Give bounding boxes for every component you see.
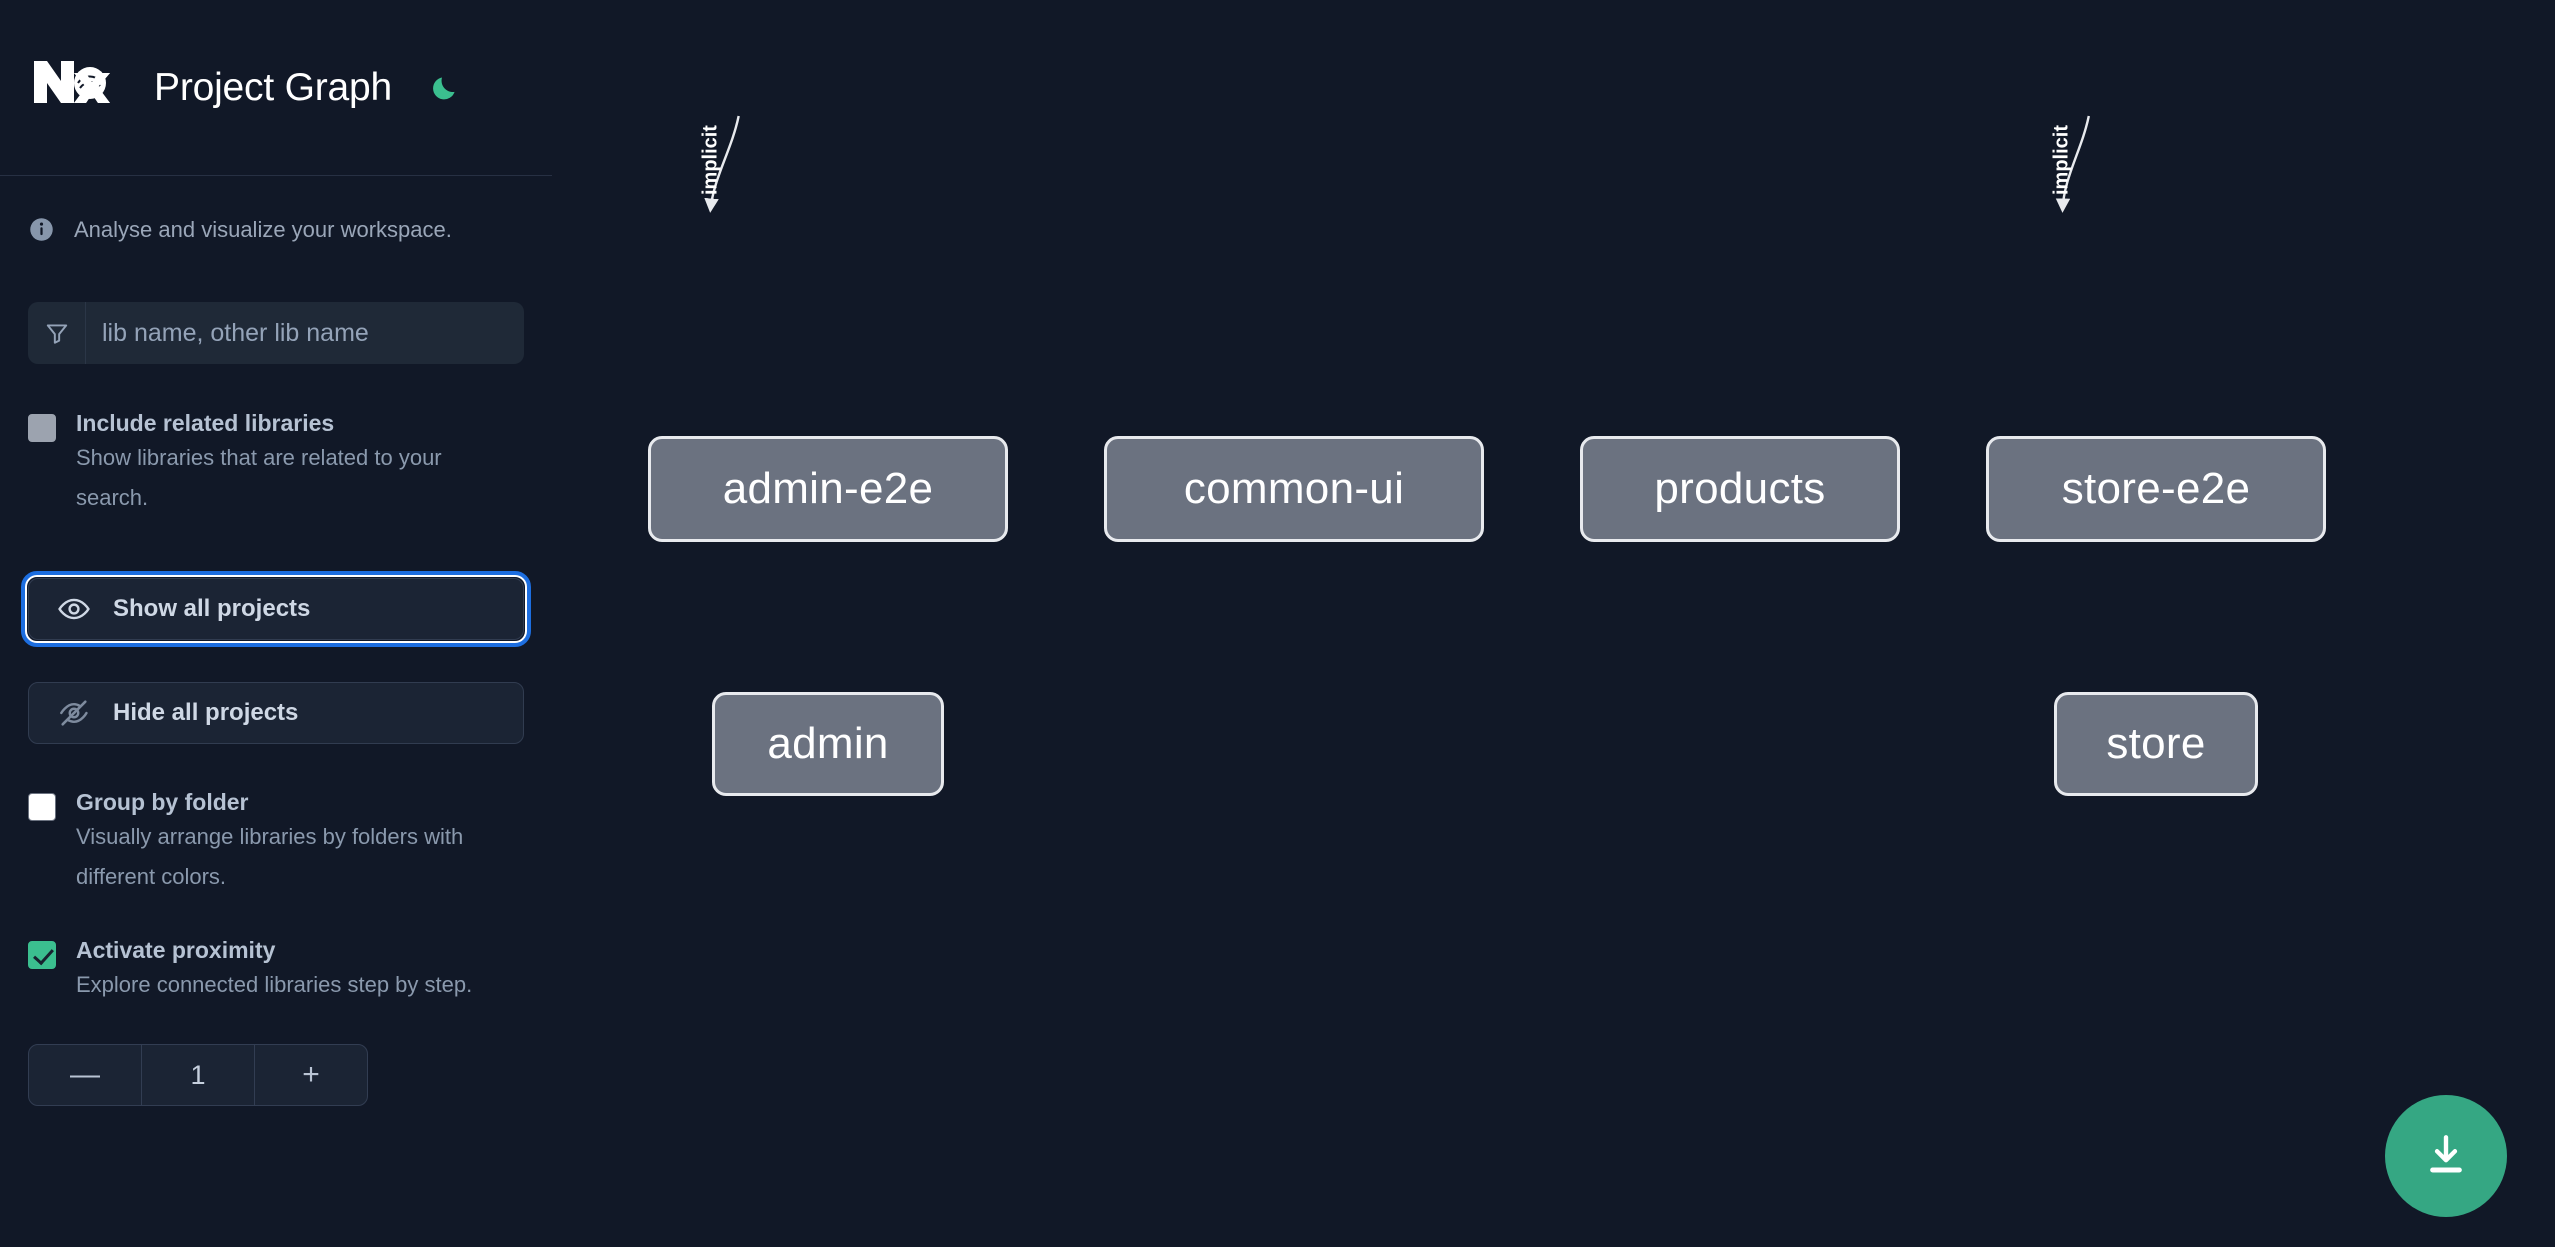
graph-edges-layer: implicit implicit xyxy=(699,115,2090,213)
search-bar[interactable] xyxy=(28,302,524,364)
proximity-decrement-button[interactable]: — xyxy=(70,1058,100,1091)
checkbox-group-by-folder[interactable] xyxy=(28,793,56,821)
proximity-value: 1 xyxy=(141,1045,255,1105)
edge-store-e2e-to-store: implicit xyxy=(2051,115,2090,213)
graph-canvas[interactable]: implicit implicit admin-e2e common-ui pr… xyxy=(552,0,2555,1247)
tagline: Analyse and visualize your workspace. xyxy=(0,176,552,243)
option-group-by-folder[interactable]: Group by folder Visually arrange librari… xyxy=(0,787,552,897)
eye-off-icon xyxy=(57,696,91,730)
option-description: Visually arrange libraries by folders wi… xyxy=(76,824,464,889)
download-icon xyxy=(2421,1130,2471,1183)
show-all-projects-label: Show all projects xyxy=(113,595,311,622)
download-graph-button[interactable] xyxy=(2385,1095,2507,1217)
moon-icon[interactable] xyxy=(425,67,467,109)
option-text-group: Group by folder Visually arrange librari… xyxy=(76,787,516,897)
checkbox-activate-proximity[interactable] xyxy=(28,941,56,969)
graph-node-store[interactable]: store xyxy=(2054,692,2258,796)
edge-admin-e2e-to-admin: implicit xyxy=(699,115,740,213)
graph-node-products[interactable]: products xyxy=(1580,436,1900,542)
page-title: Project Graph xyxy=(154,65,393,109)
graph-node-admin-e2e[interactable]: admin-e2e xyxy=(648,436,1008,542)
option-label: Include related libraries xyxy=(76,410,335,436)
edge-label: implicit xyxy=(699,125,721,195)
info-icon xyxy=(28,216,55,243)
option-text-group: Activate proximity Explore connected lib… xyxy=(76,935,472,1005)
nx-logo-icon xyxy=(28,55,114,121)
option-include-related-libraries[interactable]: Include related libraries Show libraries… xyxy=(0,408,552,518)
show-all-projects-button[interactable]: Show all projects xyxy=(21,571,531,647)
option-description: Show libraries that are related to your … xyxy=(76,445,442,510)
option-text-group: Include related libraries Show libraries… xyxy=(76,408,516,518)
option-label: Group by folder xyxy=(76,789,249,815)
checkbox-include-related-libraries[interactable] xyxy=(28,414,56,442)
proximity-stepper[interactable]: — 1 + xyxy=(28,1044,368,1106)
graph-node-admin[interactable]: admin xyxy=(712,692,944,796)
option-activate-proximity[interactable]: Activate proximity Explore connected lib… xyxy=(0,935,552,1005)
sidebar-header: Project Graph xyxy=(0,0,552,176)
sidebar: Project Graph Analyse and visualize your… xyxy=(0,0,552,1247)
edge-label: implicit xyxy=(2051,125,2073,195)
option-description: Explore connected libraries step by step… xyxy=(76,972,473,997)
tagline-text: Analyse and visualize your workspace. xyxy=(74,216,452,242)
graph-node-store-e2e[interactable]: store-e2e xyxy=(1986,436,2326,542)
eye-icon xyxy=(57,592,91,626)
option-label: Activate proximity xyxy=(76,937,276,963)
hide-all-projects-button[interactable]: Hide all projects xyxy=(28,682,524,744)
search-input[interactable] xyxy=(86,302,524,364)
hide-all-projects-label: Hide all projects xyxy=(113,699,299,726)
graph-node-common-ui[interactable]: common-ui xyxy=(1104,436,1484,542)
filter-funnel-icon xyxy=(28,302,86,364)
proximity-increment-button[interactable]: + xyxy=(302,1058,320,1091)
